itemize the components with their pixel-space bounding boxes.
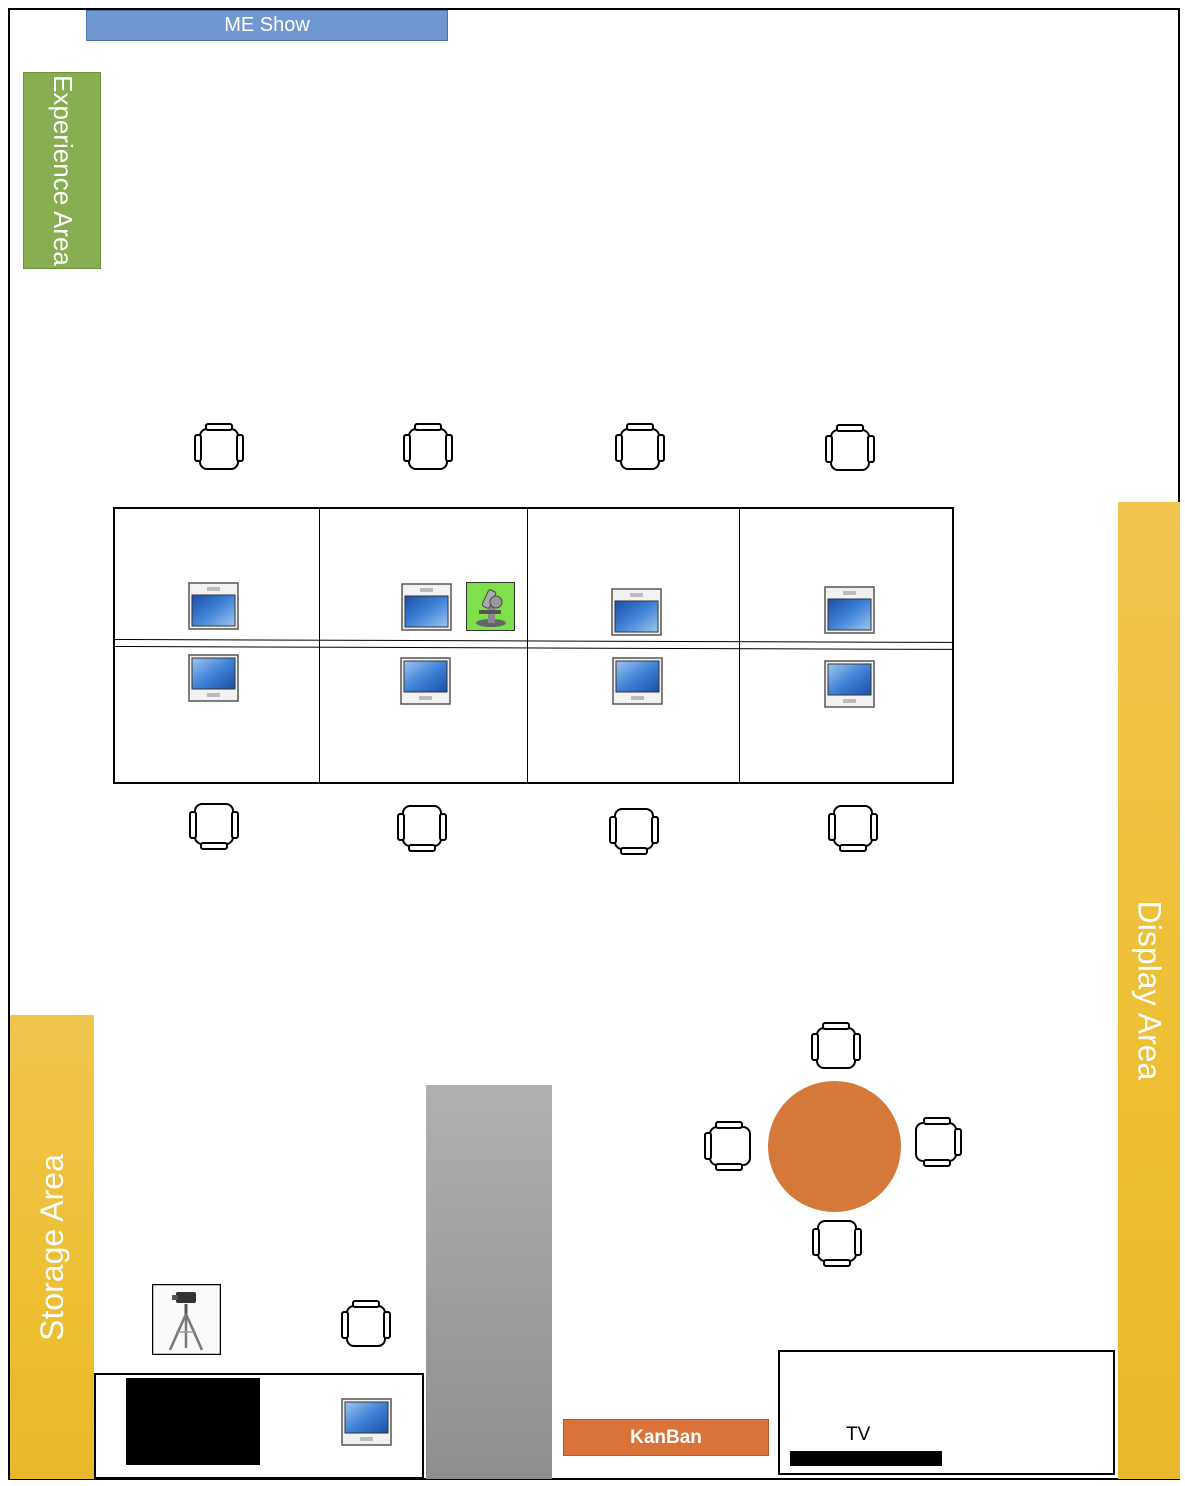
round-meeting-table	[768, 1081, 901, 1212]
black-cabinet	[126, 1378, 260, 1465]
chair-icon	[809, 1022, 863, 1072]
monitor-icon	[401, 583, 452, 631]
display-area: Display Area	[1118, 502, 1180, 1479]
tripod-camera-icon	[152, 1284, 221, 1355]
kanban-label: KanBan	[630, 1426, 702, 1448]
chair-icon	[187, 800, 241, 850]
chair-icon	[826, 802, 880, 852]
tv-screen	[790, 1451, 942, 1466]
monitor-icon	[612, 657, 663, 705]
experience-area-label: Experience Area	[47, 75, 78, 266]
chair-icon	[192, 423, 246, 473]
microscope-icon	[466, 582, 515, 631]
chair-icon	[912, 1115, 962, 1169]
kanban-board: KanBan	[563, 1419, 769, 1456]
monitor-icon	[188, 582, 239, 630]
gray-partition	[426, 1085, 552, 1479]
monitor-icon	[824, 660, 875, 708]
chair-icon	[823, 424, 877, 474]
me-show-label: ME Show	[224, 14, 310, 36]
chair-icon	[704, 1119, 754, 1173]
chair-icon	[401, 423, 455, 473]
monitor-icon	[611, 588, 662, 636]
desk-divider	[319, 508, 320, 782]
monitor-icon	[824, 586, 875, 634]
display-area-label: Display Area	[1131, 900, 1168, 1081]
workstation-desk	[113, 507, 954, 784]
experience-area: Experience Area	[23, 72, 101, 269]
monitor-icon	[341, 1398, 392, 1446]
storage-area-label: Storage Area	[33, 1153, 70, 1341]
monitor-icon	[400, 657, 451, 705]
chair-icon	[613, 423, 667, 473]
storage-area: Storage Area	[10, 1015, 94, 1479]
chair-icon	[810, 1217, 864, 1267]
chair-icon	[339, 1300, 393, 1350]
chair-icon	[607, 805, 661, 855]
desk-divider	[527, 508, 528, 782]
chair-icon	[395, 802, 449, 852]
monitor-icon	[188, 654, 239, 702]
tv-label: TV	[846, 1424, 871, 1445]
me-show-area: ME Show	[86, 10, 448, 41]
desk-divider	[739, 508, 740, 782]
